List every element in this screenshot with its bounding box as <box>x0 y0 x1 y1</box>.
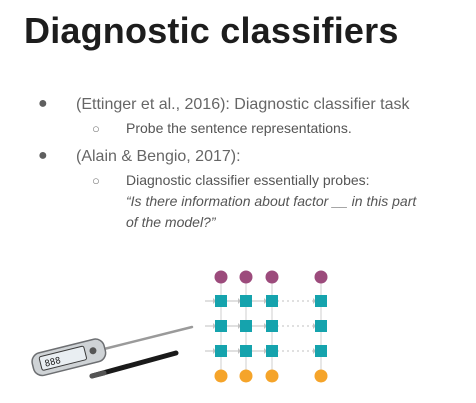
output-node <box>314 270 328 284</box>
slide-title: Diagnostic classifiers <box>24 10 399 51</box>
hidden-unit <box>266 295 278 307</box>
hidden-unit <box>266 320 278 332</box>
bullet-marker: ● <box>38 95 48 112</box>
quote-line-1: “Is there information about factor __ in… <box>126 193 417 209</box>
hidden-unit <box>266 345 278 357</box>
hidden-unit <box>240 295 252 307</box>
network-diagram <box>205 270 328 383</box>
thermometer-image: 888 <box>31 325 194 379</box>
hidden-unit <box>315 320 327 332</box>
hidden-unit <box>240 320 252 332</box>
input-node <box>214 369 228 383</box>
hidden-unit <box>315 295 327 307</box>
input-node <box>239 369 253 383</box>
hidden-unit <box>215 345 227 357</box>
sub-bullet-probe: Probe the sentence representations. <box>126 120 352 136</box>
hidden-unit <box>215 320 227 332</box>
output-node <box>214 270 228 284</box>
hidden-unit <box>315 345 327 357</box>
sub-bullet-probes: Diagnostic classifier essentially probes… <box>126 172 370 188</box>
bullet-alain: (Alain & Bengio, 2017): <box>76 148 241 165</box>
sub-bullet-marker: ○ <box>92 121 100 136</box>
input-node <box>265 369 279 383</box>
hidden-unit <box>215 295 227 307</box>
sub-bullet-marker: ○ <box>92 173 100 188</box>
output-node <box>239 270 253 284</box>
input-node <box>314 369 328 383</box>
bullet-marker: ● <box>38 147 48 164</box>
output-node <box>265 270 279 284</box>
quote-line-2: of the model?” <box>126 214 216 230</box>
thermometer-display: 888 <box>44 356 62 370</box>
bullet-ettinger: (Ettinger et al., 2016): Diagnostic clas… <box>76 96 410 113</box>
hidden-unit <box>240 345 252 357</box>
